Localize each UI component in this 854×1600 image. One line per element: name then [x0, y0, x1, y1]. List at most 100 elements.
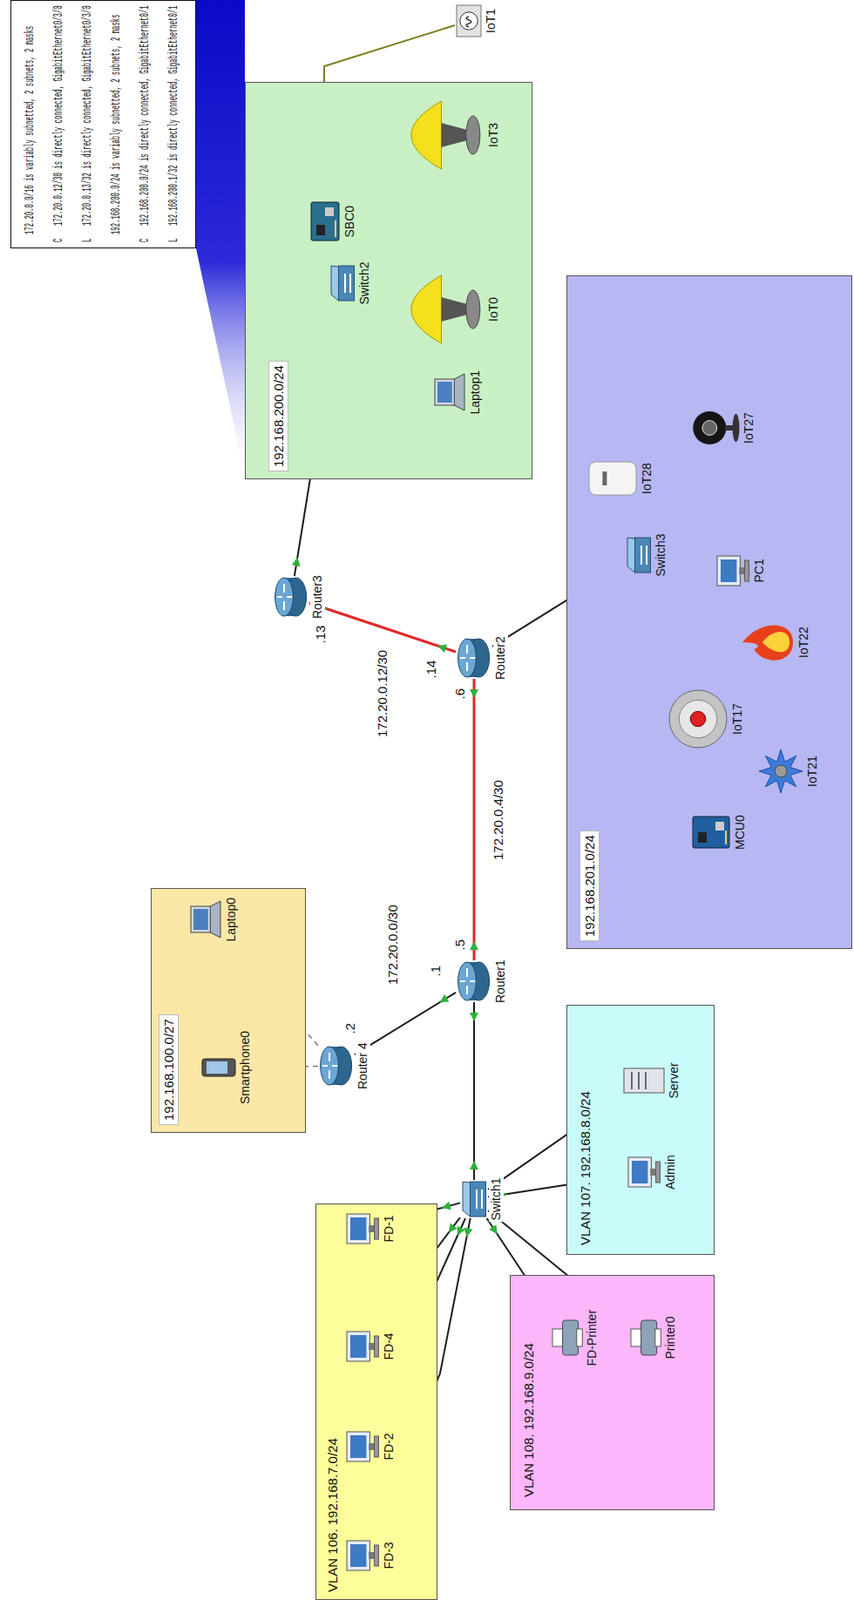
lamp-icon [388, 97, 485, 173]
device-label: MCU0 [732, 813, 748, 852]
link-status-light [439, 994, 449, 1003]
routing-entry: C [50, 238, 67, 243]
pc-device: FD-3 [345, 1538, 380, 1573]
icon-part [631, 1071, 646, 1090]
laptop-icon [189, 900, 223, 939]
device-label: IoT17 [730, 701, 746, 737]
icon-part [374, 1218, 380, 1240]
device-label: FD-1 [381, 1213, 397, 1244]
router-device: Router2 [456, 637, 492, 678]
pc-icon [626, 1154, 662, 1190]
icon-part [202, 1058, 236, 1077]
device-label: Server [666, 1060, 682, 1100]
icon-part [745, 560, 750, 582]
router-device: Router1 [456, 961, 492, 1002]
switch-device: Switch2 [329, 264, 356, 302]
device-label: Router 4 [355, 1040, 371, 1092]
icon-part [275, 577, 294, 617]
router-device: Router 4 [318, 1045, 354, 1086]
routing-entry: C [136, 238, 153, 243]
icon-part [460, 968, 475, 995]
icon-part [437, 381, 453, 403]
switch-icon [460, 1180, 488, 1218]
device-label: Admin [663, 1152, 678, 1192]
icon-part [193, 908, 209, 930]
sprinkler-device: IoT21 [758, 748, 804, 794]
laptop-device: Laptop0 [189, 900, 223, 939]
phone-icon [201, 1057, 237, 1078]
printer-icon [630, 1318, 662, 1357]
routing-entry: L [79, 238, 95, 243]
icon-part [698, 832, 707, 843]
device-label: IoT0 [486, 295, 502, 324]
server-device: Server [623, 1066, 665, 1095]
icon-part [631, 1160, 648, 1184]
icon-part [346, 1331, 370, 1362]
icon-part [655, 1328, 661, 1347]
printer-device: FD-Printer [551, 1318, 583, 1357]
icon-part [717, 555, 740, 586]
siren-device: IoT17 [667, 688, 729, 750]
printer-device: Printer0 [630, 1318, 662, 1357]
device-label: IoT3 [486, 121, 502, 150]
icon-part [742, 625, 793, 661]
fire-device: IoT22 [740, 617, 795, 667]
icon-part [762, 631, 790, 652]
icon-part [454, 373, 465, 411]
icon-part [350, 1544, 366, 1567]
zoom-callout [196, 0, 245, 476]
device-label: Router2 [493, 634, 509, 682]
icon-part [374, 1335, 380, 1357]
routing-entry: 192.168.200.0/24 is variably subnetted, … [108, 13, 124, 234]
icon-part [368, 1225, 374, 1233]
network-region: 192.168.200.0/24SBC0IoT3IoT0Switch2Lapto… [244, 81, 533, 480]
subnet-label: 192.168.201.0/24 [579, 830, 600, 942]
icon-part [441, 122, 468, 148]
network-region: VLAN 106. 192.168.7.0/24FD-1FD-4FD-2FD-3 [315, 1203, 438, 1600]
link-status-light [469, 689, 479, 699]
camera-device: IoT27 [691, 407, 740, 448]
icon-part [576, 1328, 583, 1347]
device-label: Printer0 [663, 1314, 678, 1361]
switch-icon [625, 536, 652, 574]
laptop-icon [433, 372, 467, 412]
icon-part [460, 644, 475, 671]
subnet-label: 192.168.100.0/27 [158, 1014, 179, 1126]
icon-part [210, 901, 221, 938]
routing-entry: 192.168.200.1/32 is directly connected, … [165, 6, 182, 226]
interface-address: .5 [452, 936, 468, 954]
device-label: FD-2 [381, 1430, 397, 1462]
pc-icon [345, 1429, 380, 1464]
icon-part [466, 16, 472, 28]
subnet-label: 172.20.0.4/30 [490, 777, 507, 863]
icon-part [368, 1552, 374, 1559]
icon-part [732, 413, 740, 442]
device-label: IoT1 [483, 6, 499, 35]
icon-part [656, 1161, 661, 1183]
device-label: Router1 [493, 957, 509, 1005]
link-status-light [469, 1160, 479, 1170]
sensor-device: IoT28 [587, 459, 638, 498]
link-status-light [457, 1226, 466, 1236]
icon-part [702, 420, 718, 436]
interface-address: .6 [452, 685, 468, 703]
icon-part [456, 5, 482, 37]
device-label: Laptop1 [467, 368, 483, 417]
subnet-label: 172.20.0.0/30 [385, 901, 401, 988]
network-link [473, 1002, 475, 1180]
icon-part [476, 1189, 482, 1209]
pc-icon [345, 1211, 380, 1247]
link-status-light [437, 643, 448, 652]
icon-part [462, 1181, 471, 1217]
link-status-light [441, 1201, 452, 1211]
icon-part [277, 583, 292, 610]
icon-part [678, 699, 717, 738]
sensor-icon [587, 459, 638, 498]
icon-part [345, 273, 351, 293]
siren-icon [667, 688, 729, 750]
icon-part [411, 101, 442, 170]
routing-table: 172.20.0.0/16 is variably subnetted, 2 s… [10, 0, 197, 249]
printer-icon [551, 1318, 583, 1357]
icon-part [350, 1435, 366, 1458]
